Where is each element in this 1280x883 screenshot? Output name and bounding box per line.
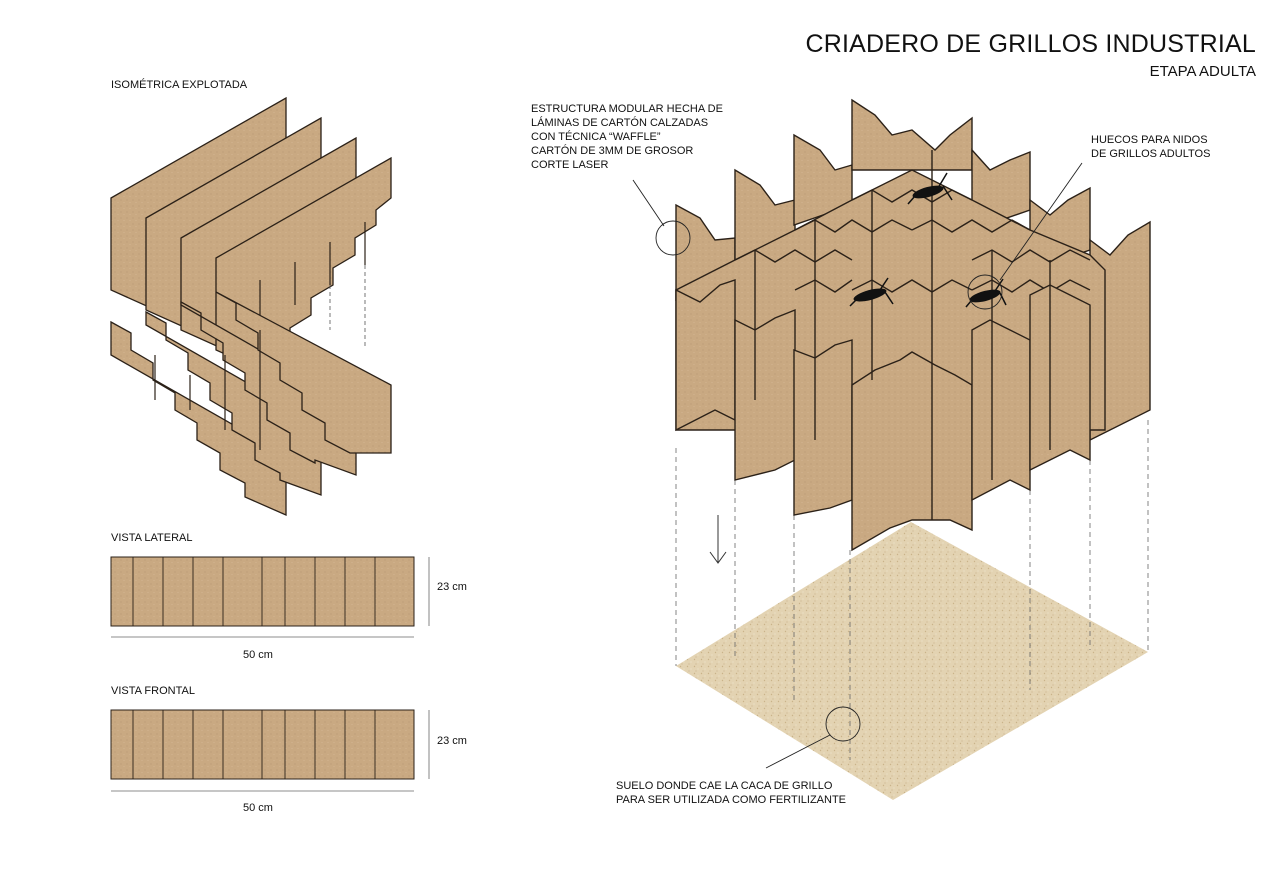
nests-annotation-line: DE GRILLOS ADULTOS [1091, 148, 1211, 160]
structure-annotation-line: LÁMINAS DE CARTÓN CALZADAS [531, 117, 709, 129]
lateral-strip [110, 556, 415, 627]
exploded-dashed-connectors [329, 265, 366, 348]
waffle-panel-front-right-2 [1029, 284, 1091, 472]
floor-annotation-line: SUELO DONDE CAE LA CACA DE GRILLO [616, 780, 833, 792]
lateral-view-label: VISTA LATERAL [111, 532, 193, 544]
front-view-label: VISTA FRONTAL [111, 685, 195, 697]
page-title: CRIADERO DE GRILLOS INDUSTRIAL [805, 30, 1256, 58]
callout-floor [765, 706, 861, 769]
callout-nests [967, 162, 1083, 310]
waffle-panel-front-1 [734, 308, 796, 481]
lateral-view-drawing [110, 556, 430, 638]
down-arrow-head [709, 551, 727, 564]
waffle-structure [675, 98, 1151, 552]
waffle-panel-front-2 [793, 339, 853, 516]
front-dividers [132, 710, 376, 779]
lateral-width-dimension: 50 cm [243, 649, 273, 661]
structure-annotation-line: CORTE LASER [531, 159, 609, 171]
lateral-dividers [132, 557, 376, 626]
waffle-panel-front-left [675, 279, 736, 432]
cricket-icon [965, 278, 1007, 308]
floor-tray [676, 522, 1148, 800]
structure-annotation-line: ESTRUCTURA MODULAR HECHA DE [531, 103, 723, 115]
floor-surface [676, 522, 1148, 800]
exploded-lower-panels [110, 291, 392, 516]
floor-annotation-line: PARA SER UTILIZADA COMO FERTILIZANTE [616, 794, 847, 806]
waffle-panel-front-center [851, 351, 973, 552]
waffle-slot-lines [754, 150, 1051, 520]
front-height-dimension: 23 cm [437, 735, 467, 747]
front-strip [110, 709, 415, 780]
nests-annotation-line: HUECOS PARA NIDOS [1091, 134, 1208, 146]
lateral-height-dimension: 23 cm [437, 581, 467, 593]
exploded-lower-slots [154, 330, 261, 450]
cricket-icon [907, 172, 953, 205]
waffle-panel-front-right-1 [971, 319, 1031, 502]
floor-annotation: SUELO DONDE CAE LA CACA DE GRILLO PARA S… [616, 779, 846, 807]
lower-panel-2 [145, 310, 322, 496]
structure-annotation-line: CON TÉCNICA “WAFFLE” [531, 131, 661, 143]
waffle-panel-back-top [851, 98, 973, 171]
exploded-upper-panels [110, 96, 392, 374]
page-subtitle: ETAPA ADULTA [1149, 63, 1256, 80]
exploded-isometric [110, 96, 392, 516]
front-width-dimension: 50 cm [243, 802, 273, 814]
exploded-view-label: ISOMÉTRICA EXPLOTADA [111, 79, 248, 91]
structure-annotation-line: CARTÓN DE 3MM DE GROSOR [531, 145, 694, 157]
front-view-drawing [110, 709, 430, 792]
callout-structure [632, 179, 691, 256]
nests-annotation: HUECOS PARA NIDOS DE GRILLOS ADULTOS [1091, 133, 1210, 161]
structure-annotation: ESTRUCTURA MODULAR HECHA DE LÁMINAS DE C… [531, 102, 723, 172]
lower-panel-1 [110, 320, 287, 516]
cricket-icon [849, 277, 894, 307]
dashed-drop-lines [675, 420, 1149, 760]
